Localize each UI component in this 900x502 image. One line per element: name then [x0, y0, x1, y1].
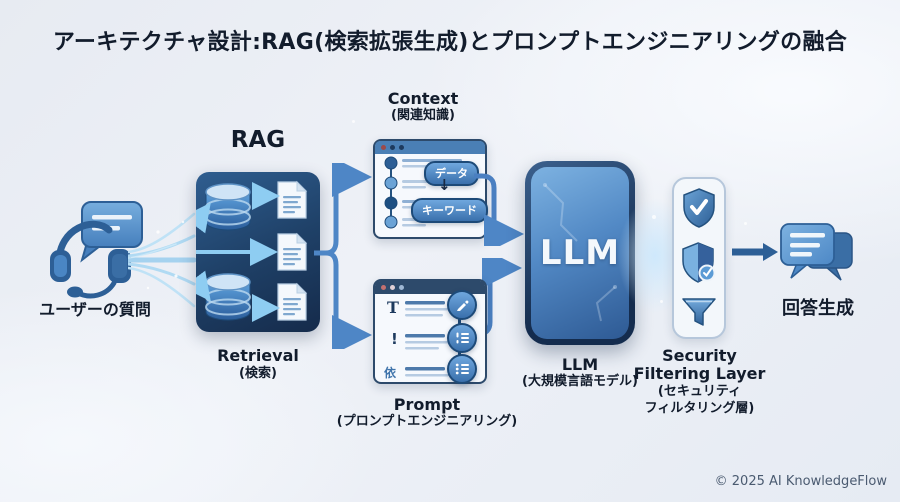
chat-bubbles-icon: [780, 223, 853, 281]
funnel-icon: [682, 298, 716, 326]
sparkle-dot: [652, 215, 656, 219]
security-subheading-line1: (セキュリティ: [657, 384, 742, 399]
rag-heading: RAG: [230, 127, 286, 153]
shield-badge-icon: [682, 241, 716, 283]
shield-check-icon: [683, 188, 715, 228]
sparkle-dot: [660, 300, 663, 303]
database-icon: [205, 273, 251, 321]
context-window-titlebar: [375, 141, 485, 154]
llm-screen: LLM: [531, 167, 629, 339]
security-heading-line2: Filtering Layer: [633, 364, 766, 383]
prompt-heading: Prompt: [393, 395, 461, 414]
context-to-llm-connector: [474, 173, 524, 246]
sparkle-dot: [744, 222, 747, 225]
prompt-glyph-kanji: 依: [384, 366, 397, 380]
prompt-text-lines-graphic: [405, 301, 451, 377]
down-arrow-icon: ↓: [438, 176, 451, 194]
answer-label: 回答生成: [782, 298, 854, 319]
numbered-list-icon: [447, 323, 477, 353]
output-arrow: [732, 243, 778, 261]
document-icon: [277, 232, 308, 271]
window-dot: [390, 145, 395, 150]
window-dot: [399, 145, 404, 150]
query-stream-flow: [128, 212, 197, 308]
window-dot: [399, 285, 404, 290]
rag-box-graphic: [182, 180, 308, 322]
document-icon: [277, 282, 308, 321]
retrieval-label: Retrieval: [217, 346, 299, 365]
window-dot: [381, 285, 386, 290]
document-icon: [277, 180, 308, 219]
llm-subheading: (大規模言語モデル): [522, 374, 638, 389]
keyword-tag: キーワード: [411, 198, 488, 223]
rag-retrieval-box: [182, 172, 320, 332]
llm-box: LLM: [525, 161, 635, 345]
pencil-icon: [447, 290, 477, 320]
user-question-label: ユーザーの質問: [39, 300, 151, 319]
window-dot: [381, 145, 386, 150]
headset-chat-icon: [50, 201, 143, 299]
context-heading: Context: [387, 89, 459, 108]
context-subheading: (関連知識): [391, 108, 455, 123]
sparkle-dot: [352, 120, 355, 123]
database-icon: [205, 183, 251, 231]
circuit-lines-graphic: [543, 183, 617, 322]
copyright-notice: © 2025 AI KnowledgeFlow: [714, 474, 887, 489]
window-dot: [390, 285, 395, 290]
security-heading-line1: Security: [662, 346, 737, 365]
llm-heading: LLM: [561, 355, 599, 374]
bullet-list-icon: [447, 354, 477, 384]
security-filtering-box: [672, 177, 726, 339]
prompt-glyph-T: T: [387, 298, 399, 317]
prompt-glyph-exclamation: !: [391, 330, 398, 348]
page-title: アーキテクチャ設計:RAG(検索拡張生成)とプロンプトエンジニアリングの融合: [52, 30, 848, 55]
context-window: [373, 139, 487, 239]
retrieval-sublabel: (検索): [239, 366, 277, 381]
llm-screen-text: LLM: [539, 233, 621, 273]
security-subheading-line2: フィルタリング層): [644, 401, 755, 416]
prompt-subheading: (プロンプトエンジニアリング): [336, 414, 518, 429]
data-tag: データ: [424, 161, 479, 186]
rag-branch-connector: [314, 163, 372, 349]
